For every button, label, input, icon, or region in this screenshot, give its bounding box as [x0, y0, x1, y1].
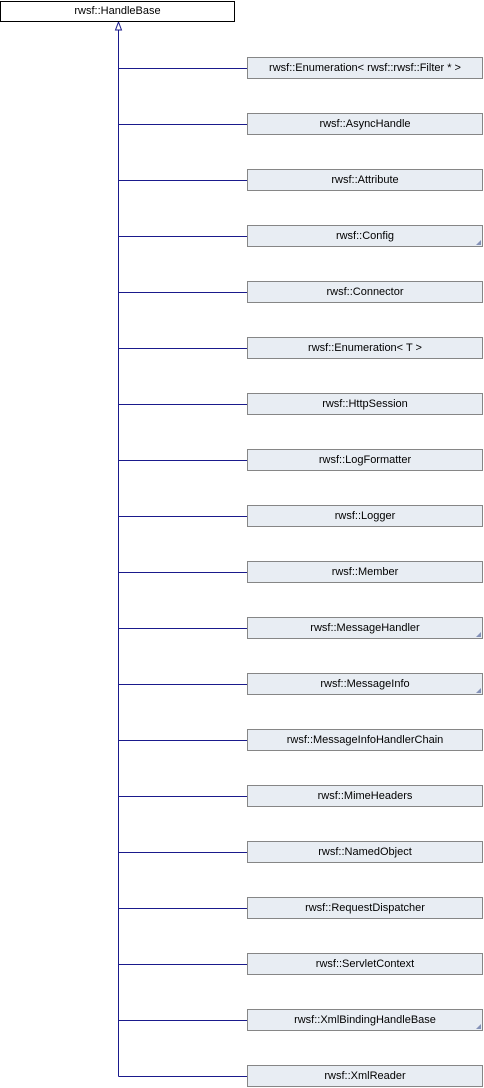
derived-class-label: rwsf::MessageHandler	[310, 622, 420, 634]
has-more-derived-icon	[476, 1024, 481, 1029]
derived-class-node[interactable]: rwsf::Attribute	[247, 169, 483, 191]
derived-class-node[interactable]: rwsf::MessageInfo	[247, 673, 483, 695]
derived-class-node[interactable]: rwsf::LogFormatter	[247, 449, 483, 471]
inheritance-arrowhead	[114, 20, 123, 31]
derived-class-label: rwsf::RequestDispatcher	[305, 902, 425, 914]
derived-class-node[interactable]: rwsf::MessageInfoHandlerChain	[247, 729, 483, 751]
derived-class-label: rwsf::HttpSession	[322, 398, 408, 410]
derived-class-label: rwsf::ServletContext	[315, 958, 415, 970]
derived-class-label: rwsf::MessageInfoHandlerChain	[286, 734, 444, 746]
has-more-derived-icon	[476, 688, 481, 693]
derived-class-label: rwsf::Enumeration< rwsf::rwsf::Filter * …	[269, 62, 461, 74]
derived-class-node[interactable]: rwsf::Logger	[247, 505, 483, 527]
base-class-node[interactable]: rwsf::HandleBase	[0, 1, 235, 22]
derived-class-node[interactable]: rwsf::XmlBindingHandleBase	[247, 1009, 483, 1031]
derived-class-label: rwsf::NamedObject	[318, 846, 412, 858]
derived-class-node[interactable]: rwsf::MimeHeaders	[247, 785, 483, 807]
derived-class-node[interactable]: rwsf::XmlReader	[247, 1065, 483, 1087]
derived-class-label: rwsf::Logger	[334, 510, 396, 522]
derived-class-label: rwsf::Connector	[326, 286, 404, 298]
derived-class-node[interactable]: rwsf::Connector	[247, 281, 483, 303]
derived-class-label: rwsf::XmlReader	[324, 1070, 406, 1082]
derived-class-node[interactable]: rwsf::ServletContext	[247, 953, 483, 975]
derived-class-node[interactable]: rwsf::Member	[247, 561, 483, 583]
derived-class-label: rwsf::Member	[331, 566, 399, 578]
has-more-derived-icon	[476, 240, 481, 245]
derived-class-label: rwsf::Config	[335, 230, 395, 242]
derived-class-label: rwsf::MessageInfo	[320, 678, 410, 690]
derived-class-node[interactable]: rwsf::Enumeration< rwsf::rwsf::Filter * …	[247, 57, 483, 79]
derived-class-node[interactable]: rwsf::Config	[247, 225, 483, 247]
derived-class-label: rwsf::Attribute	[331, 174, 399, 186]
derived-class-label: rwsf::AsyncHandle	[319, 118, 411, 130]
derived-class-node[interactable]: rwsf::NamedObject	[247, 841, 483, 863]
derived-class-label: rwsf::Enumeration< T >	[308, 342, 422, 354]
has-more-derived-icon	[476, 632, 481, 637]
derived-class-node[interactable]: rwsf::AsyncHandle	[247, 113, 483, 135]
derived-class-node[interactable]: rwsf::HttpSession	[247, 393, 483, 415]
derived-class-label: rwsf::MimeHeaders	[317, 790, 413, 802]
derived-class-label: rwsf::LogFormatter	[318, 454, 412, 466]
derived-class-label: rwsf::XmlBindingHandleBase	[294, 1014, 436, 1026]
derived-class-node[interactable]: rwsf::MessageHandler	[247, 617, 483, 639]
derived-class-node[interactable]: rwsf::RequestDispatcher	[247, 897, 483, 919]
derived-class-node[interactable]: rwsf::Enumeration< T >	[247, 337, 483, 359]
